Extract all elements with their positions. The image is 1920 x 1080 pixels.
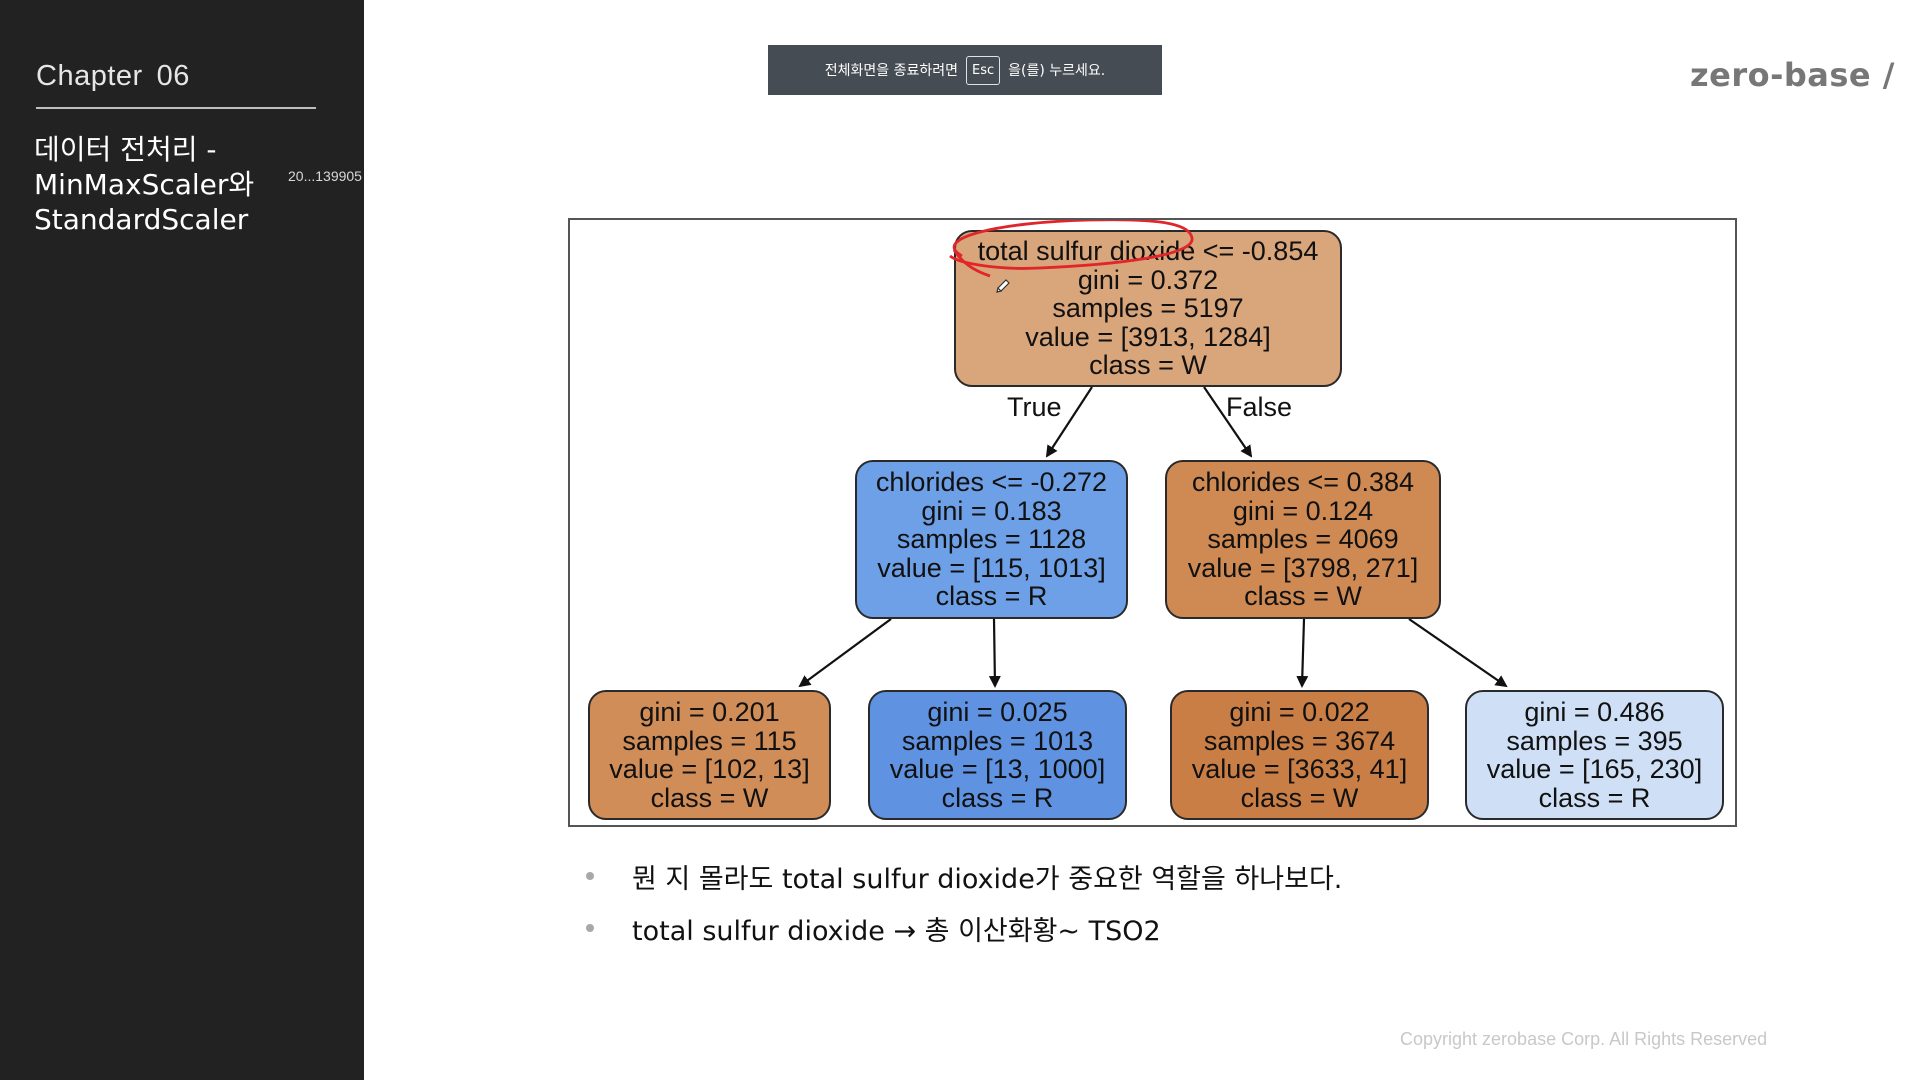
node-line: class = R xyxy=(1538,782,1651,813)
node-line: gini = 0.201 xyxy=(639,697,780,727)
node-line: samples = 3674 xyxy=(1203,725,1396,756)
node-line: samples = 115 xyxy=(622,725,797,756)
tree-node-root: total sulfur dioxide <= -0.854 gini = 0.… xyxy=(954,230,1342,387)
chapter-heading: Chapter 06 xyxy=(36,60,190,93)
toast-prefix: 전체화면을 종료하려면 xyxy=(824,63,958,79)
node-line: gini = 0.025 xyxy=(927,697,1068,727)
node-line: samples = 4069 xyxy=(1207,524,1399,555)
edge-right-rr xyxy=(1408,618,1508,688)
node-line: value = [3798, 271] xyxy=(1187,552,1419,583)
bullet-dot xyxy=(586,924,594,932)
tree-edges xyxy=(798,386,1508,688)
sidebar: Chapter 06 데이터 전처리 - MinMaxScaler와 Standa… xyxy=(0,0,364,1080)
node-line: samples = 1128 xyxy=(896,524,1087,555)
node-line: samples = 395 xyxy=(1506,725,1683,756)
tree-node-right: chlorides <= 0.384 gini = 0.124 samples … xyxy=(1165,460,1441,619)
edge-left-ll xyxy=(798,618,892,688)
fullscreen-exit-toast: 전체화면을 종료하려면 Esc 을(를) 누르세요. xyxy=(768,45,1162,95)
bullet-text: 뭔 지 몰라도 total sulfur dioxide가 중요한 역할을 하나… xyxy=(632,863,1343,895)
bullet-dot xyxy=(586,872,594,880)
node-line: gini = 0.022 xyxy=(1229,697,1370,727)
chapter-divider xyxy=(36,107,316,109)
node-line: value = [3913, 1284] xyxy=(1025,321,1271,352)
chapter-label: Chapter xyxy=(36,60,143,92)
node-line: value = [165, 230] xyxy=(1486,754,1703,784)
esc-key-badge: Esc xyxy=(966,55,1001,85)
edge-label-true: True xyxy=(1007,392,1062,422)
bullet-item: total sulfur dioxide → 총 이산화황~ TSO2 xyxy=(580,902,1780,954)
node-line: class = R xyxy=(941,782,1054,813)
tree-leaf-ll: gini = 0.201 samples = 115 value = [102,… xyxy=(588,690,831,820)
edge-label-false: False xyxy=(1226,392,1293,422)
bullet-item: 뭔 지 몰라도 total sulfur dioxide가 중요한 역할을 하나… xyxy=(580,850,1780,902)
node-line: chlorides <= -0.272 xyxy=(875,467,1108,498)
node-line: chlorides <= 0.384 xyxy=(1191,467,1415,498)
tree-leaf-rl: gini = 0.022 samples = 3674 value = [363… xyxy=(1170,690,1429,820)
node-line: gini = 0.486 xyxy=(1524,697,1665,727)
node-line: class = R xyxy=(935,581,1048,612)
node-line: value = [115, 1013] xyxy=(877,552,1106,583)
edge-root-right xyxy=(1203,386,1253,458)
edge-left-lr xyxy=(988,618,1001,688)
toast-suffix: 을(를) 누르세요. xyxy=(1008,63,1106,79)
bullet-text: total sulfur dioxide → 총 이산화황~ TSO2 xyxy=(632,915,1161,947)
chapter-number: 06 xyxy=(156,60,190,92)
edge-root-left xyxy=(1045,386,1093,458)
tree-leaf-rr: gini = 0.486 samples = 395 value = [165,… xyxy=(1465,690,1724,820)
node-line: class = W xyxy=(1240,782,1359,813)
node-line: samples = 5197 xyxy=(1052,293,1244,324)
node-line: gini = 0.183 xyxy=(921,495,1062,526)
node-line: class = W xyxy=(650,782,769,813)
node-line: class = W xyxy=(1089,350,1207,381)
node-line: value = [13, 1000] xyxy=(889,754,1106,784)
watermark: 20...139905 xyxy=(288,168,362,184)
copyright: Copyright zerobase Corp. All Rights Rese… xyxy=(1400,1029,1768,1049)
node-line: gini = 0.372 xyxy=(1077,264,1219,295)
node-line: total sulfur dioxide <= -0.854 xyxy=(977,236,1319,267)
zero-base-logo: zero-base / xyxy=(1690,56,1895,94)
lesson-title: 데이터 전처리 - MinMaxScaler와 StandardScaler xyxy=(34,133,255,236)
node-line: value = [102, 13] xyxy=(609,754,810,784)
edge-right-rl xyxy=(1296,618,1309,688)
node-line: value = [3633, 41] xyxy=(1191,754,1408,784)
bullet-list: 뭔 지 몰라도 total sulfur dioxide가 중요한 역할을 하나… xyxy=(580,850,1780,954)
tree-leaf-lr: gini = 0.025 samples = 1013 value = [13,… xyxy=(868,690,1127,820)
node-line: gini = 0.124 xyxy=(1232,495,1374,526)
tree-node-left: chlorides <= -0.272 gini = 0.183 samples… xyxy=(855,460,1128,619)
node-line: class = W xyxy=(1244,581,1362,612)
decision-tree-figure: True False total sulfur dioxide <= -0.85… xyxy=(568,218,1737,827)
node-line: samples = 1013 xyxy=(901,725,1094,756)
